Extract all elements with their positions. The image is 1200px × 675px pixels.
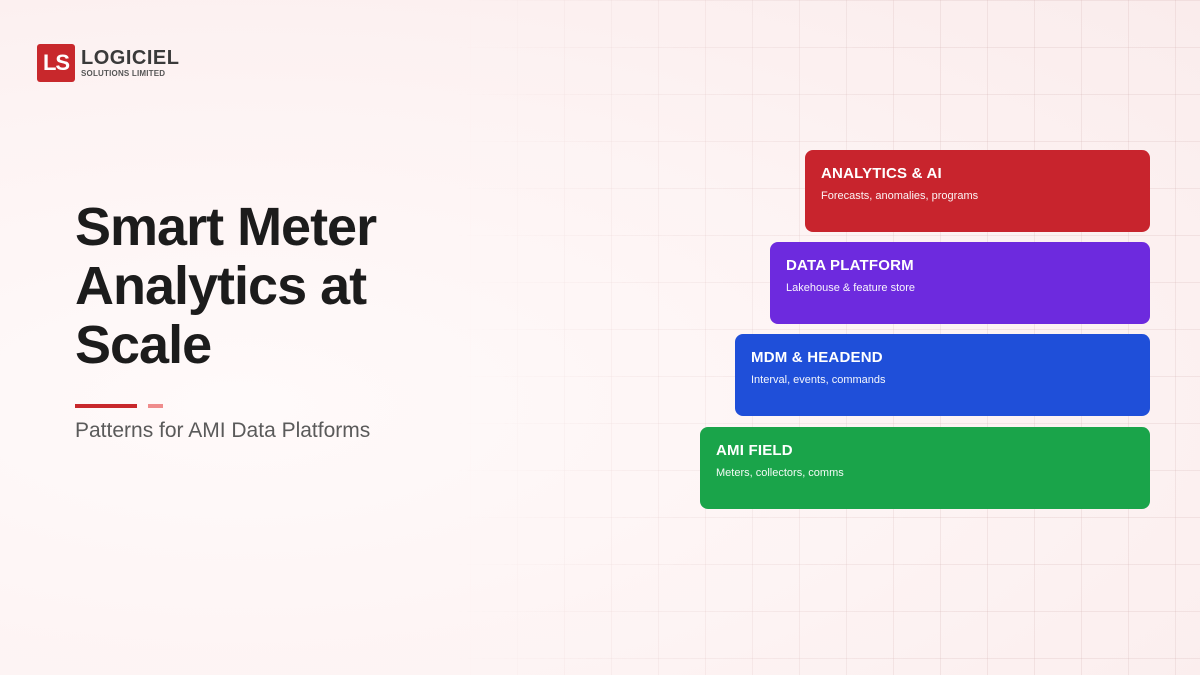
layer-title: ANALYTICS & AI: [821, 165, 942, 182]
layer-mdm-headend: MDM & HEADEND Interval, events, commands: [735, 334, 1150, 416]
logo-text: LOGICIEL SOLUTIONS LIMITED: [81, 48, 179, 78]
layer-analytics-ai: ANALYTICS & AI Forecasts, anomalies, pro…: [805, 150, 1150, 232]
logo-name: LOGICIEL: [81, 47, 180, 69]
title-divider: [75, 404, 137, 408]
layer-data-platform: DATA PLATFORM Lakehouse & feature store: [770, 242, 1150, 324]
layer-description: Interval, events, commands: [751, 374, 886, 386]
layer-description: Meters, collectors, comms: [716, 467, 844, 479]
title-line-3: Scale: [75, 315, 212, 375]
layer-title: MDM & HEADEND: [751, 349, 883, 366]
title-divider-accent: [148, 404, 163, 408]
layer-ami-field: AMI FIELD Meters, collectors, comms: [700, 427, 1150, 509]
layer-description: Forecasts, anomalies, programs: [821, 190, 979, 202]
title-line-2: Analytics at: [75, 256, 367, 316]
logo-mark: LS: [37, 44, 75, 82]
layer-description: Lakehouse & feature store: [786, 282, 916, 294]
title-line-1: Smart Meter: [75, 197, 377, 257]
page-subtitle: Patterns for AMI Data Platforms: [75, 419, 371, 442]
layer-title: DATA PLATFORM: [786, 257, 914, 274]
page-title: Smart Meter Analytics at Scale: [75, 198, 555, 375]
layer-title: AMI FIELD: [716, 442, 793, 459]
company-logo: LS LOGICIEL SOLUTIONS LIMITED: [37, 44, 179, 82]
logo-subtitle: SOLUTIONS LIMITED: [81, 69, 166, 78]
